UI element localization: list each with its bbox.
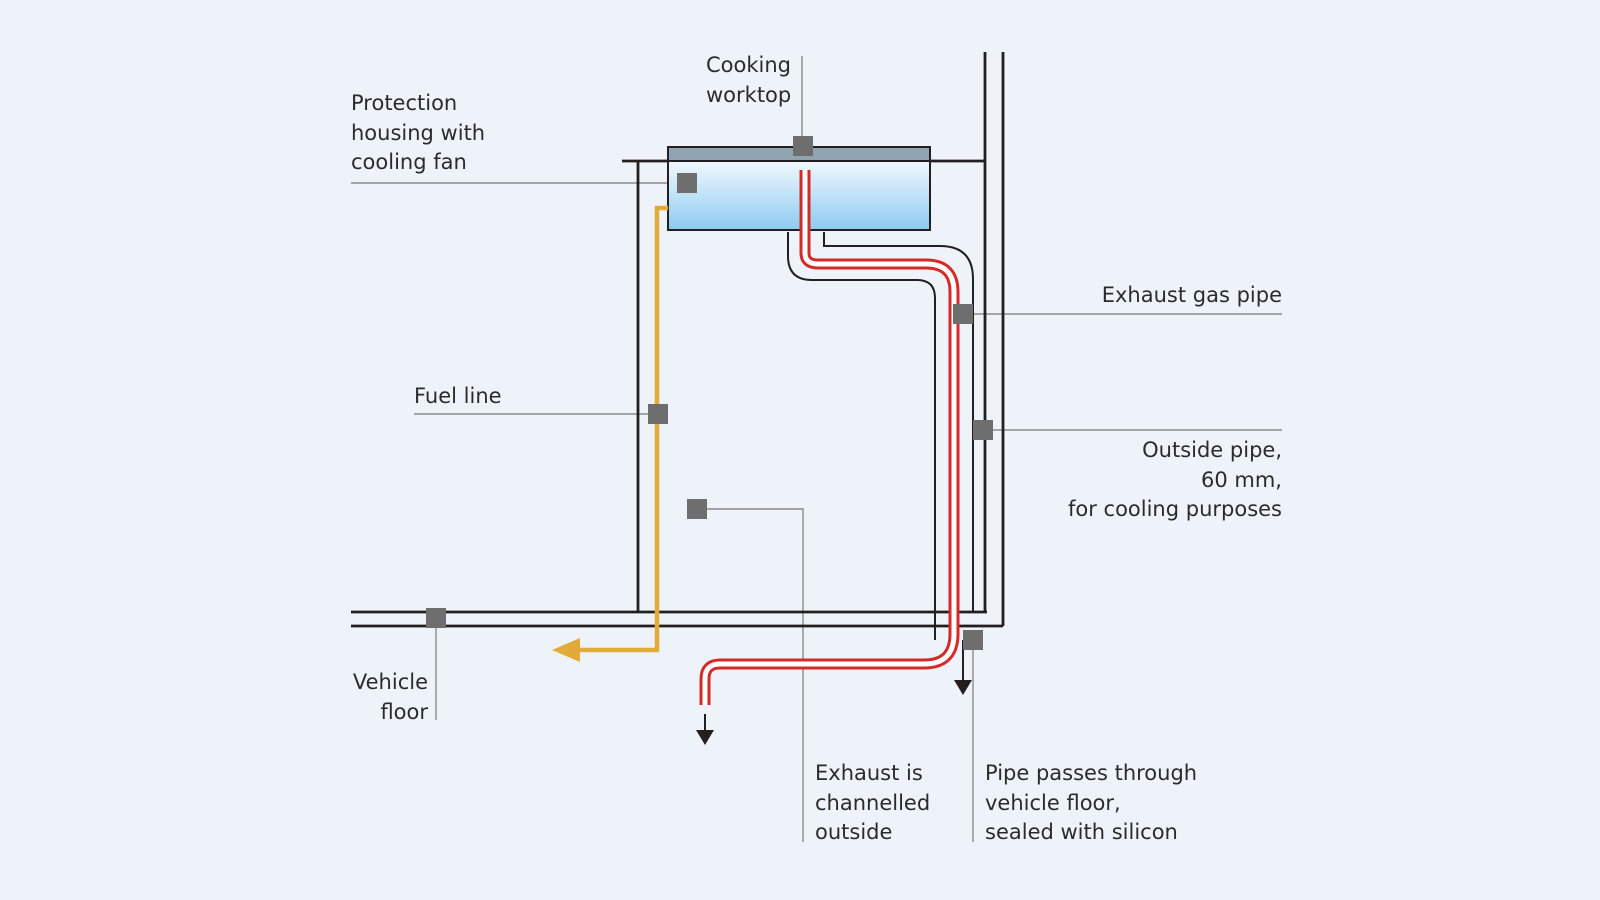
label-line: Cooking — [706, 53, 791, 77]
marker-cooking-worktop — [793, 136, 813, 156]
label-line: channelled — [815, 790, 931, 815]
marker-fuel-line — [648, 404, 668, 424]
marker-pipe-passes — [963, 630, 983, 650]
leader-exhaust-outside — [697, 508, 804, 842]
label-protection-housing: Protection housing with cooling fan — [351, 89, 485, 178]
marker-outside-pipe — [973, 420, 993, 440]
label-line: Outside pipe, — [1142, 438, 1282, 462]
worktop-body — [667, 159, 931, 231]
label-line: Pipe passes through — [985, 761, 1198, 785]
exhaust-down-arrow — [696, 730, 714, 745]
label-line: Exhaust gas pipe — [1101, 283, 1282, 307]
label-line: worktop — [706, 82, 792, 107]
label-line: 60 mm, — [1201, 467, 1282, 492]
marker-exhaust-gas-pipe — [953, 304, 973, 324]
callout-markers — [426, 136, 993, 650]
exhaust-gas-pipe — [699, 170, 960, 705]
label-line: Vehicle — [352, 670, 428, 694]
label-line: Exhaust is — [815, 761, 923, 785]
label-vehicle-floor: Vehicle floor — [353, 668, 428, 727]
outside-pipe-outer-wall — [787, 232, 936, 640]
cooling-down-arrow — [954, 680, 972, 695]
leader-lines — [351, 56, 1282, 842]
label-line: for cooling purposes — [1067, 497, 1282, 521]
label-fuel-line: Fuel line — [414, 382, 502, 412]
label-exhaust-gas-pipe: Exhaust gas pipe — [1102, 281, 1282, 311]
fuel-flow-arrow — [552, 638, 580, 662]
marker-exhaust-outside — [687, 499, 707, 519]
fuel-line-path — [575, 205, 668, 653]
marker-vehicle-floor — [426, 608, 446, 628]
label-exhaust-outside: Exhaust is channelled outside — [815, 759, 930, 848]
label-line: vehicle floor, — [985, 790, 1121, 815]
flow-arrows — [696, 640, 972, 745]
label-line: floor — [380, 699, 428, 724]
label-line: Fuel line — [414, 384, 502, 408]
marker-protection-housing — [677, 173, 697, 193]
exhaust-pipe-inner — [702, 170, 957, 705]
label-pipe-passes: Pipe passes through vehicle floor, seale… — [985, 759, 1197, 848]
label-line: housing with — [351, 120, 486, 145]
label-line: outside — [815, 820, 893, 844]
label-outside-pipe: Outside pipe, 60 mm, for cooling purpose… — [1068, 436, 1282, 525]
outside-pipe-inner-wall — [823, 232, 974, 612]
label-line: sealed with silicon — [985, 820, 1178, 844]
fuel-line — [552, 205, 668, 662]
label-line: Protection — [351, 91, 458, 115]
cooking-worktop — [667, 146, 931, 231]
label-line: cooling fan — [351, 150, 467, 174]
outside-pipe — [787, 232, 974, 640]
label-cooking-worktop: Cooking worktop — [706, 51, 791, 110]
